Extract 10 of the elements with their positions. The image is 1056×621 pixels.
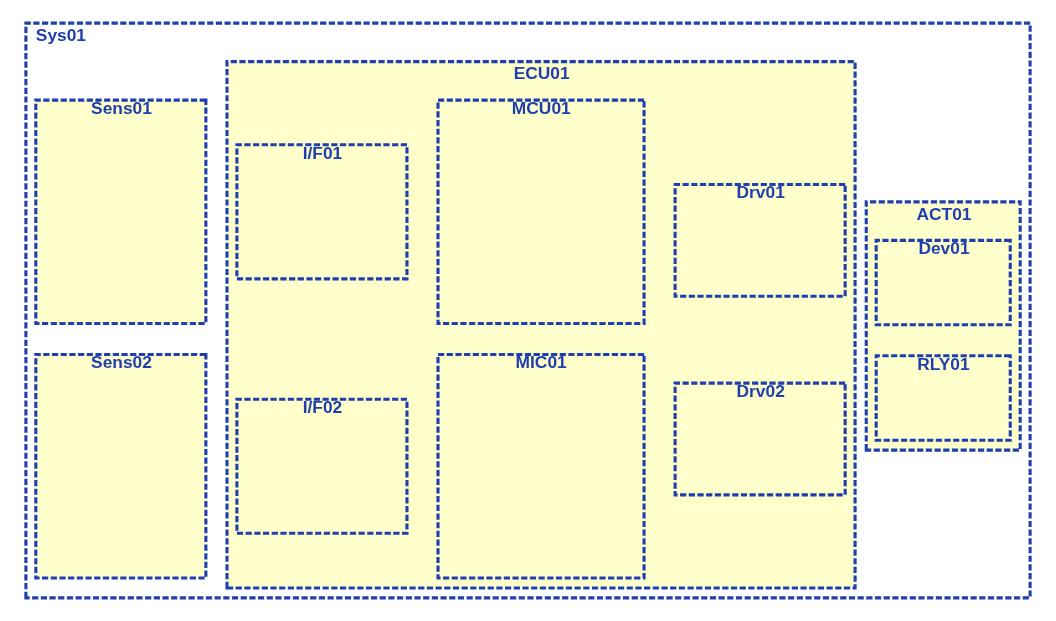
node-box: Drv01 xyxy=(673,182,847,298)
node-box: I/F01 xyxy=(235,143,409,281)
node-box: Drv02 xyxy=(673,381,847,497)
node-box: MCU01 xyxy=(436,98,646,326)
node-box: I/F02 xyxy=(235,397,409,535)
node-box: Dev01 xyxy=(874,238,1012,327)
node-box: RLY01 xyxy=(874,354,1012,442)
node-box: Sens01 xyxy=(34,98,208,326)
node-box: Sens02 xyxy=(34,353,208,580)
node-box: MIC01 xyxy=(436,353,646,580)
